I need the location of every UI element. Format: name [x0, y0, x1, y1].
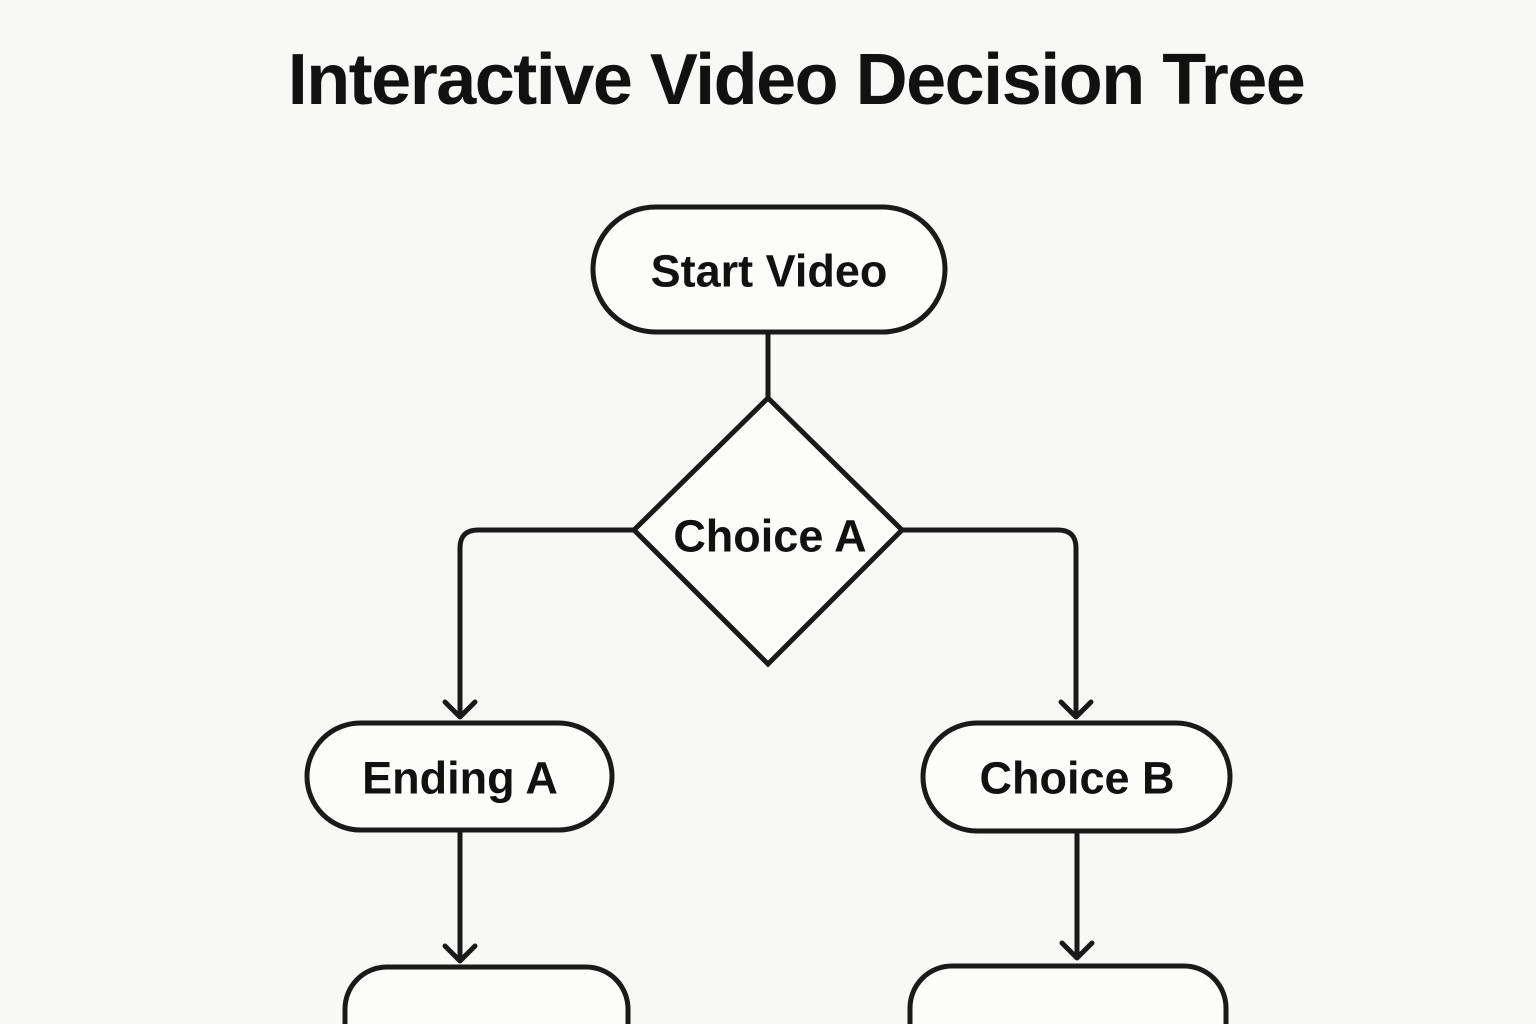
edge-choice-a-to-choice-b — [899, 527, 1094, 720]
node-choice-a-label: Choice A — [673, 511, 866, 562]
node-choice-b-label: Choice B — [979, 753, 1174, 804]
arrowhead-icon — [1058, 699, 1094, 720]
node-choice-a: Choice A — [630, 394, 906, 668]
node-bottom-left — [342, 964, 631, 1024]
edge-choice-a-to-ending-a — [442, 527, 637, 720]
node-choice-b: Choice B — [920, 720, 1233, 834]
edge-line — [457, 527, 637, 718]
node-start-video: Start Video — [590, 204, 948, 335]
node-bottom-right-shape — [907, 963, 1229, 1024]
node-choice-b-shape — [920, 720, 1233, 834]
arrowhead-icon — [1059, 940, 1095, 961]
node-choice-a-shape — [630, 394, 906, 668]
node-start-video-label: Start Video — [651, 246, 888, 297]
edge-line — [899, 527, 1079, 718]
arrowhead-icon — [442, 943, 478, 964]
node-ending-a: Ending A — [304, 720, 615, 833]
node-bottom-left-shape — [342, 964, 631, 1024]
node-start-video-shape — [590, 204, 948, 335]
node-ending-a-shape — [304, 720, 615, 833]
node-bottom-right — [907, 963, 1229, 1024]
diagram-title: Interactive Video Decision Tree — [287, 40, 1306, 120]
edge-ending-a-to-bottom-left — [442, 828, 478, 964]
arrowhead-icon — [442, 699, 478, 720]
node-ending-a-label: Ending A — [362, 753, 558, 804]
edge-choice-b-to-bottom-right — [1059, 829, 1095, 961]
